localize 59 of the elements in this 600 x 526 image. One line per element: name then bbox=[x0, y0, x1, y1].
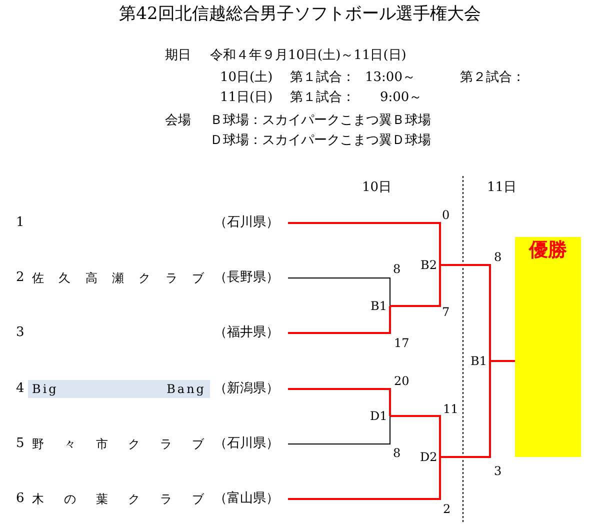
bracket-line bbox=[390, 265, 441, 307]
prefecture-label: （富山県） bbox=[214, 491, 279, 507]
bracket-line bbox=[288, 416, 390, 444]
prefecture-label: （福井県） bbox=[214, 325, 279, 341]
winner-box bbox=[515, 237, 581, 457]
team-number: 1 bbox=[16, 215, 24, 231]
bracket-line bbox=[288, 457, 441, 500]
prefecture-label: （新潟県） bbox=[214, 381, 279, 397]
bracket-line bbox=[288, 388, 391, 416]
day-text: 11日(日) bbox=[220, 90, 273, 106]
match-label: B1 bbox=[370, 297, 390, 315]
day-text: 10日(土) bbox=[220, 70, 273, 86]
team-number: 2 bbox=[16, 270, 24, 286]
venue-text: Ｂ球場：スカイパークこまつ翼Ｂ球場 bbox=[210, 113, 431, 129]
winner-label: 優勝 bbox=[528, 239, 568, 261]
date-text: 令和４年９月10日(土)～11日(日) bbox=[210, 48, 406, 64]
field-label: 会場 bbox=[165, 113, 191, 129]
team-number: 3 bbox=[16, 325, 24, 341]
title: 第42回北信越総合男子ソフトボール選手権大会 bbox=[118, 4, 482, 24]
time-text: 9:00～ bbox=[380, 90, 422, 106]
score-label: 8 bbox=[392, 446, 402, 460]
score-label: 11 bbox=[442, 402, 460, 416]
bracket-line bbox=[440, 361, 491, 458]
bracket-line bbox=[440, 264, 491, 361]
match-label-text: 第１試合： bbox=[290, 70, 355, 86]
field-label: 期日 bbox=[165, 48, 191, 64]
score-label: 7 bbox=[441, 305, 451, 319]
team-number: 5 bbox=[16, 436, 24, 452]
day-header: 11日 bbox=[487, 180, 517, 196]
score-label: 2 bbox=[442, 502, 452, 516]
score-label: 8 bbox=[392, 262, 402, 276]
team-name: 佐久高瀬クラブ bbox=[31, 270, 207, 287]
team-name: 野々市クラブ bbox=[31, 436, 207, 453]
bracket-line bbox=[288, 222, 441, 265]
score-label: 3 bbox=[493, 464, 503, 478]
bracket-line bbox=[390, 415, 441, 457]
prefecture-label: （石川県） bbox=[214, 215, 279, 231]
score-label: 8 bbox=[493, 250, 503, 264]
match-label: B2 bbox=[420, 256, 440, 274]
bracket-line bbox=[288, 306, 391, 334]
match-label: D2 bbox=[420, 448, 440, 466]
bracket-line bbox=[288, 278, 390, 306]
match-label-text: 第２試合： bbox=[460, 70, 525, 86]
team-name: 木の葉クラブ bbox=[31, 491, 207, 508]
prefecture-label: （石川県） bbox=[214, 436, 279, 452]
prefecture-label: （長野県） bbox=[214, 270, 279, 286]
match-label: B1 bbox=[470, 352, 490, 370]
team-number: 6 bbox=[16, 491, 24, 507]
score-label: 17 bbox=[393, 336, 410, 350]
match-label-text: 第１試合： bbox=[290, 90, 355, 106]
day-header: 10日 bbox=[362, 180, 392, 196]
team-name: Big Bang bbox=[28, 380, 210, 398]
bracket-line bbox=[490, 360, 515, 362]
time-text: 13:00～ bbox=[365, 70, 416, 86]
match-label: D1 bbox=[370, 407, 390, 425]
score-label: 0 bbox=[441, 208, 451, 222]
team-number: 4 bbox=[16, 381, 24, 397]
venue-text: Ｄ球場：スカイパークこまつ翼Ｄ球場 bbox=[210, 133, 431, 149]
score-label: 20 bbox=[393, 374, 410, 388]
